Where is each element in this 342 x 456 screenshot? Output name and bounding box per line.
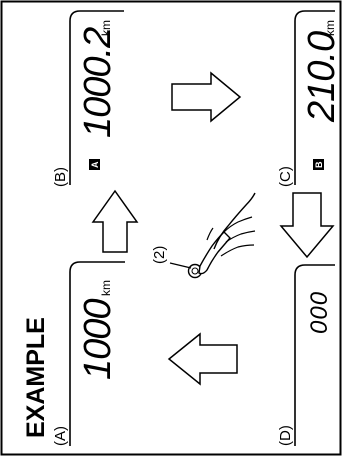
hand-pressing-button-icon <box>187 192 256 279</box>
panel-d: (D) 000 <box>277 264 335 446</box>
arrow-down-c-to-d <box>279 192 335 259</box>
trip-a-badge-letter: A <box>90 161 100 168</box>
panel-d-label: (D) <box>277 425 294 446</box>
panel-a-label: (A) <box>52 426 69 446</box>
panel-d-display-outline <box>294 264 335 446</box>
trip-b-badge: B <box>313 159 324 170</box>
panel-b-reading: 1000.2 <box>77 27 119 138</box>
panel-c-label: (C) <box>277 166 294 187</box>
diagram-title: EXAMPLE <box>22 317 50 438</box>
panel-c-reading: 210.0 <box>301 31 342 123</box>
trip-a-badge: A <box>89 159 100 170</box>
panel-b: (B) A 1000.2 km <box>52 10 124 187</box>
panel-b-display-outline <box>69 10 124 185</box>
panel-a-reading: 1000 <box>77 299 119 380</box>
panel-b-label: (B) <box>52 167 69 187</box>
panel-a-display-outline <box>69 261 125 446</box>
panel-a: (A) 1000 km <box>52 261 125 446</box>
trip-b-badge-letter: B <box>314 161 324 168</box>
panel-d-reading: 000 <box>306 291 333 334</box>
panel-c: (C) B 210.0 km <box>277 10 342 187</box>
panel-b-unit: km <box>99 20 113 36</box>
panel-a-unit: km <box>99 280 113 296</box>
callout-2-leader-line <box>169 262 192 269</box>
panel-c-display-outline <box>294 10 335 185</box>
arrow-left-d-to-a <box>167 332 238 386</box>
callout-2-label: (2) <box>151 246 168 264</box>
arrow-up-a-to-b <box>91 189 139 253</box>
panel-c-unit: km <box>323 20 337 36</box>
arrow-right-b-to-c <box>171 71 242 123</box>
